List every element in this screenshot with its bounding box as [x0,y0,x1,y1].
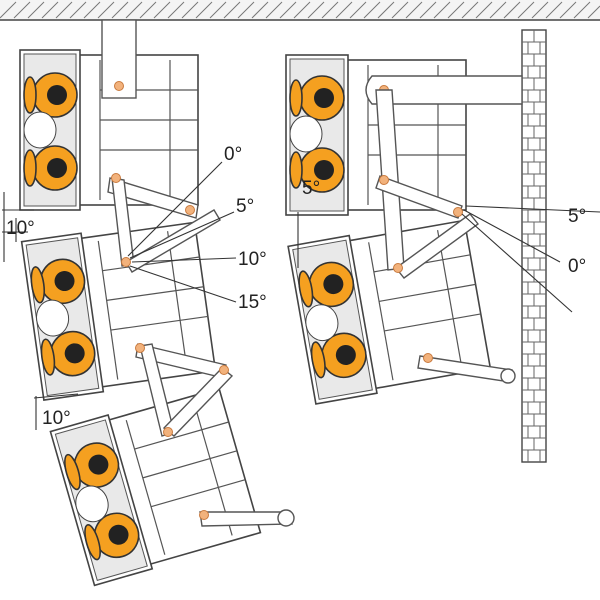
label-right-splay: 5° [302,178,320,199]
left-rigging-links [107,177,295,527]
label-left-5: 5° [236,196,254,217]
right-cabinet-bottom [287,219,492,405]
left-cabinet-top [19,49,199,211]
label-left-splay-lower: 10° [42,408,71,429]
left-leader-lines [127,161,237,303]
right-rigging-links [375,89,516,384]
right-cabinet-top [285,54,467,216]
right-leader-lines [461,205,600,313]
label-right-5: 5° [568,206,586,227]
label-left-0: 0° [224,144,242,165]
brick-wall [521,29,547,463]
ceiling [0,0,600,21]
right-array [285,54,600,405]
label-left-splay-upper: 10° [6,218,35,239]
right-wall-bracket [365,75,523,105]
label-left-10: 10° [238,249,267,270]
left-pivot-pins [111,173,229,520]
label-right-0: 0° [568,256,586,277]
label-left-15: 15° [238,292,267,313]
right-pivot-pins [379,175,463,363]
left-cabinet-middle [20,221,217,401]
pivot-pin [114,81,124,91]
left-array [2,19,295,587]
left-splay-indicators [2,192,79,430]
